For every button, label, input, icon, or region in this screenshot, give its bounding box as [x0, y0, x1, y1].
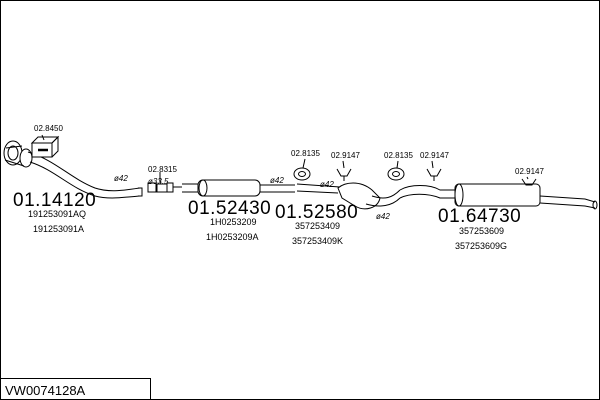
label-clamp: 02.8315 [148, 165, 177, 174]
gasket-kit-drawing [30, 135, 60, 158]
part-ref-intermediate-silencer-1: 357253409 [295, 221, 341, 231]
label-hanger-c: 02.8135 [384, 151, 413, 160]
label-diameter-front: ø42 [114, 174, 128, 183]
part-ref-front-pipe-1: 191253091AQ [28, 209, 87, 219]
hanger-strap-drawing-c [521, 178, 537, 186]
label-hanger-d: 02.9147 [420, 151, 449, 160]
hanger-ring-drawing-b [387, 167, 405, 181]
intermediate-silencer-drawing [296, 182, 401, 210]
part-ref-rear-silencer-1: 357253609 [459, 226, 505, 236]
diagram-code: VW0074128A [5, 383, 86, 398]
middle-silencer-drawing [182, 179, 295, 197]
hanger-strap-drawing-a [336, 168, 352, 181]
label-gasket: 02.8450 [34, 124, 63, 133]
clamp-drawing [147, 182, 182, 193]
part-ref-intermediate-silencer-2: 357253409K [292, 236, 344, 246]
label-diameter-rear-b: ø42 [376, 212, 390, 221]
part-number-rear-silencer: 01.64730 [438, 206, 522, 227]
leader-lines [41, 134, 529, 183]
rear-silencer-drawing [399, 183, 598, 210]
label-hanger-b: 02.9147 [331, 151, 360, 160]
part-number-intermediate-silencer: 01.52580 [275, 202, 359, 223]
part-number-front-pipe: 01.14120 [13, 190, 97, 211]
part-ref-middle-silencer-1: 1H0253209 [210, 217, 257, 227]
hanger-strap-drawing-b [426, 168, 442, 181]
diagram-code-box: VW0074128A [0, 378, 151, 400]
hanger-ring-drawing-a [293, 167, 311, 181]
label-diameter-clamp: ø33.5 [148, 177, 169, 186]
part-ref-middle-silencer-2: 1H0253209A [206, 232, 259, 242]
front-pipe-drawing [27, 151, 143, 199]
part-ref-front-pipe-2: 191253091A [33, 224, 85, 234]
part-number-middle-silencer: 01.52430 [188, 198, 272, 219]
part-ref-rear-silencer-2: 357253609G [455, 241, 508, 251]
label-hanger-a: 02.8135 [291, 149, 320, 158]
label-hanger-e: 02.9147 [515, 167, 544, 176]
manifold-flange-drawing [3, 140, 33, 168]
label-diameter-mid: ø42 [270, 176, 284, 185]
label-diameter-rear-a: ø42 [320, 180, 334, 189]
